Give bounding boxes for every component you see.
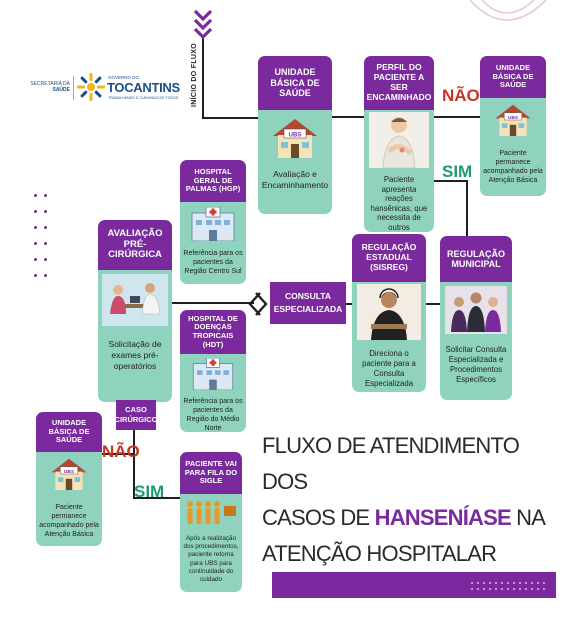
municipal-text: Solicitar Consulta Especializada e Proce… [445,345,507,384]
sisreg-title: REGULAÇÃO ESTADUAL (SISREG) [352,234,426,282]
headline-line3: ATENÇÃO HOSPITALAR [262,541,497,566]
answer-no-bottom: NÃO [102,442,140,461]
connector-start-to-ubs [202,117,260,119]
operator-illustration-icon [357,284,421,340]
perfil-card: PERFIL DO PACIENTE A SER ENCAMINHADO Pac… [364,56,434,232]
hgp-card: HOSPITAL GERAL DE PALMAS (HGP) Referênci… [180,160,246,284]
ubs-initial-card: UNIDADE BÁSICA DE SAÚDE UBS Avaliação e … [258,56,332,214]
avaliacao-title: AVALIAÇÃO PRÉ-CIRÚRGICA [98,220,172,270]
ubs-right-title: UNIDADE BÁSICA DE SAÚDE [480,56,546,98]
dot-row-icon [471,582,545,590]
connector-sim-horizontal [432,180,468,182]
health-unit-building-icon: UBS [273,119,317,158]
ubs-sign: UBS [64,469,75,475]
sigle-title: PACIENTE VAI PARA FILA DO SIGLE [180,452,242,494]
ubs-left-card: UNIDADE BÁSICA DE SAÚDE UBS Paciente per… [36,412,102,546]
logo-secretaria-line1: SECRETARIA DA [30,81,70,87]
arrow-double-icon [248,292,268,316]
perfil-title: PERFIL DO PACIENTE A SER ENCAMINHADO [364,56,434,110]
logo-slogan: TRABALHANDO E CUIDANDO DE TODOS [108,96,179,100]
hgp-text: Referência para os pacientes da Região C… [183,250,243,275]
decorative-arcs-icon [469,0,547,21]
hdt-text: Referência para os pacientes da Região d… [183,398,243,432]
team-illustration-icon [445,286,507,334]
answer-no-top: NÃO [442,86,480,105]
avaliacao-text: Solicitação de exames pré-operatórios [108,339,162,371]
ubs-right-card: UNIDADE BÁSICA DE SAÚDE UBS Paciente per… [480,56,546,196]
sisreg-card: REGULAÇÃO ESTADUAL (SISREG) Direciona o … [352,234,426,392]
hospital-building-icon [191,206,235,242]
logo: SECRETARIA DA SAÚDE GOVERNO DO TOCANTINS… [28,70,180,106]
headline-line1: FLUXO DE ATENDIMENTO DOS [262,433,520,494]
headline-line2: CASOS DE HANSENÍASE NA [262,500,562,536]
health-unit-building-icon: UBS [51,458,87,490]
chevron-down-icon [193,9,213,40]
perfil-text: Paciente apresenta reações hansênicas, q… [370,175,428,232]
logo-secretaria: SECRETARIA DA SAÚDE [28,81,70,93]
logo-state: TOCANTINS [107,80,180,95]
connector-sim-bottom [133,497,180,499]
headline: FLUXO DE ATENDIMENTO DOS CASOS DE HANSEN… [262,428,562,572]
consulta-label: CONSULTA ESPECIALIZADA [270,282,346,324]
headline-highlight: HANSENÍASE [374,505,512,530]
headline-line2-a: CASOS DE [262,505,375,530]
connector-sisreg-to-municipal [426,303,440,305]
connector-start-vertical [202,38,204,119]
patient-illustration-icon [369,112,429,169]
logo-secretaria-line2: SAÚDE [52,87,70,93]
footer-dots [470,578,550,590]
municipal-card: REGULAÇÃO MUNICIPAL Solicitar Consulta E… [440,236,512,400]
health-unit-building-icon: UBS [495,104,531,136]
sisreg-text: Direciona o paciente para a Consulta Esp… [362,349,416,388]
logo-governo: GOVERNO DO [108,75,140,80]
avaliacao-card: AVALIAÇÃO PRÉ-CIRÚRGICA Solicitação de e… [98,220,172,402]
connector-ubs-to-perfil [332,116,364,118]
ubs-initial-text: Avaliação e Encaminhamento [261,169,329,190]
ubs-right-text: Paciente permanece acompanhado pela Aten… [483,150,543,184]
caso-label: CASO CIRÚRGICO [115,400,157,430]
ubs-left-title: UNIDADE BÁSICA DE SAÚDE [36,412,102,452]
hospital-building-icon [192,357,234,391]
hdt-title: HOSPITAL DE DOENÇAS TROPICAIS (HDT) [180,310,246,354]
queue-illustration-icon [187,501,236,524]
connector-sim-right-vertical [466,180,468,236]
connector-consulta-to-sisreg [345,303,353,305]
hdt-card: HOSPITAL DE DOENÇAS TROPICAIS (HDT) Refe… [180,310,246,432]
connector-avaliacao-down [133,400,135,498]
ubs-initial-title: UNIDADE BÁSICA DE SAÚDE [258,56,332,110]
ubs-sign: UBS [289,133,302,139]
sun-emblem-icon [77,73,105,101]
answer-yes-bottom: SIM [134,482,165,501]
sigle-card: PACIENTE VAI PARA FILA DO SIGLE Após a r… [180,452,242,592]
connector-perfil-to-ubs-right [434,116,480,118]
connector-main-horizontal [172,302,254,304]
ubs-sign: UBS [508,115,519,121]
answer-yes-right: SIM [442,162,473,181]
ubs-left-text: Paciente permanece acompanhado pela Aten… [39,504,99,538]
consultation-illustration-icon [102,274,168,326]
start-label: INÍCIO DO FLUXO [191,43,198,107]
footer-bar [272,572,556,598]
logo-divider [73,76,74,100]
hgp-title: HOSPITAL GERAL DE PALMAS (HGP) [180,160,246,202]
connector-nao-left [101,453,135,455]
headline-line2-c: NA [510,505,546,530]
sigle-text: Após a realização dos procedimentos, pac… [183,535,239,584]
dot-grid-left [34,194,54,280]
municipal-title: REGULAÇÃO MUNICIPAL [440,236,512,282]
